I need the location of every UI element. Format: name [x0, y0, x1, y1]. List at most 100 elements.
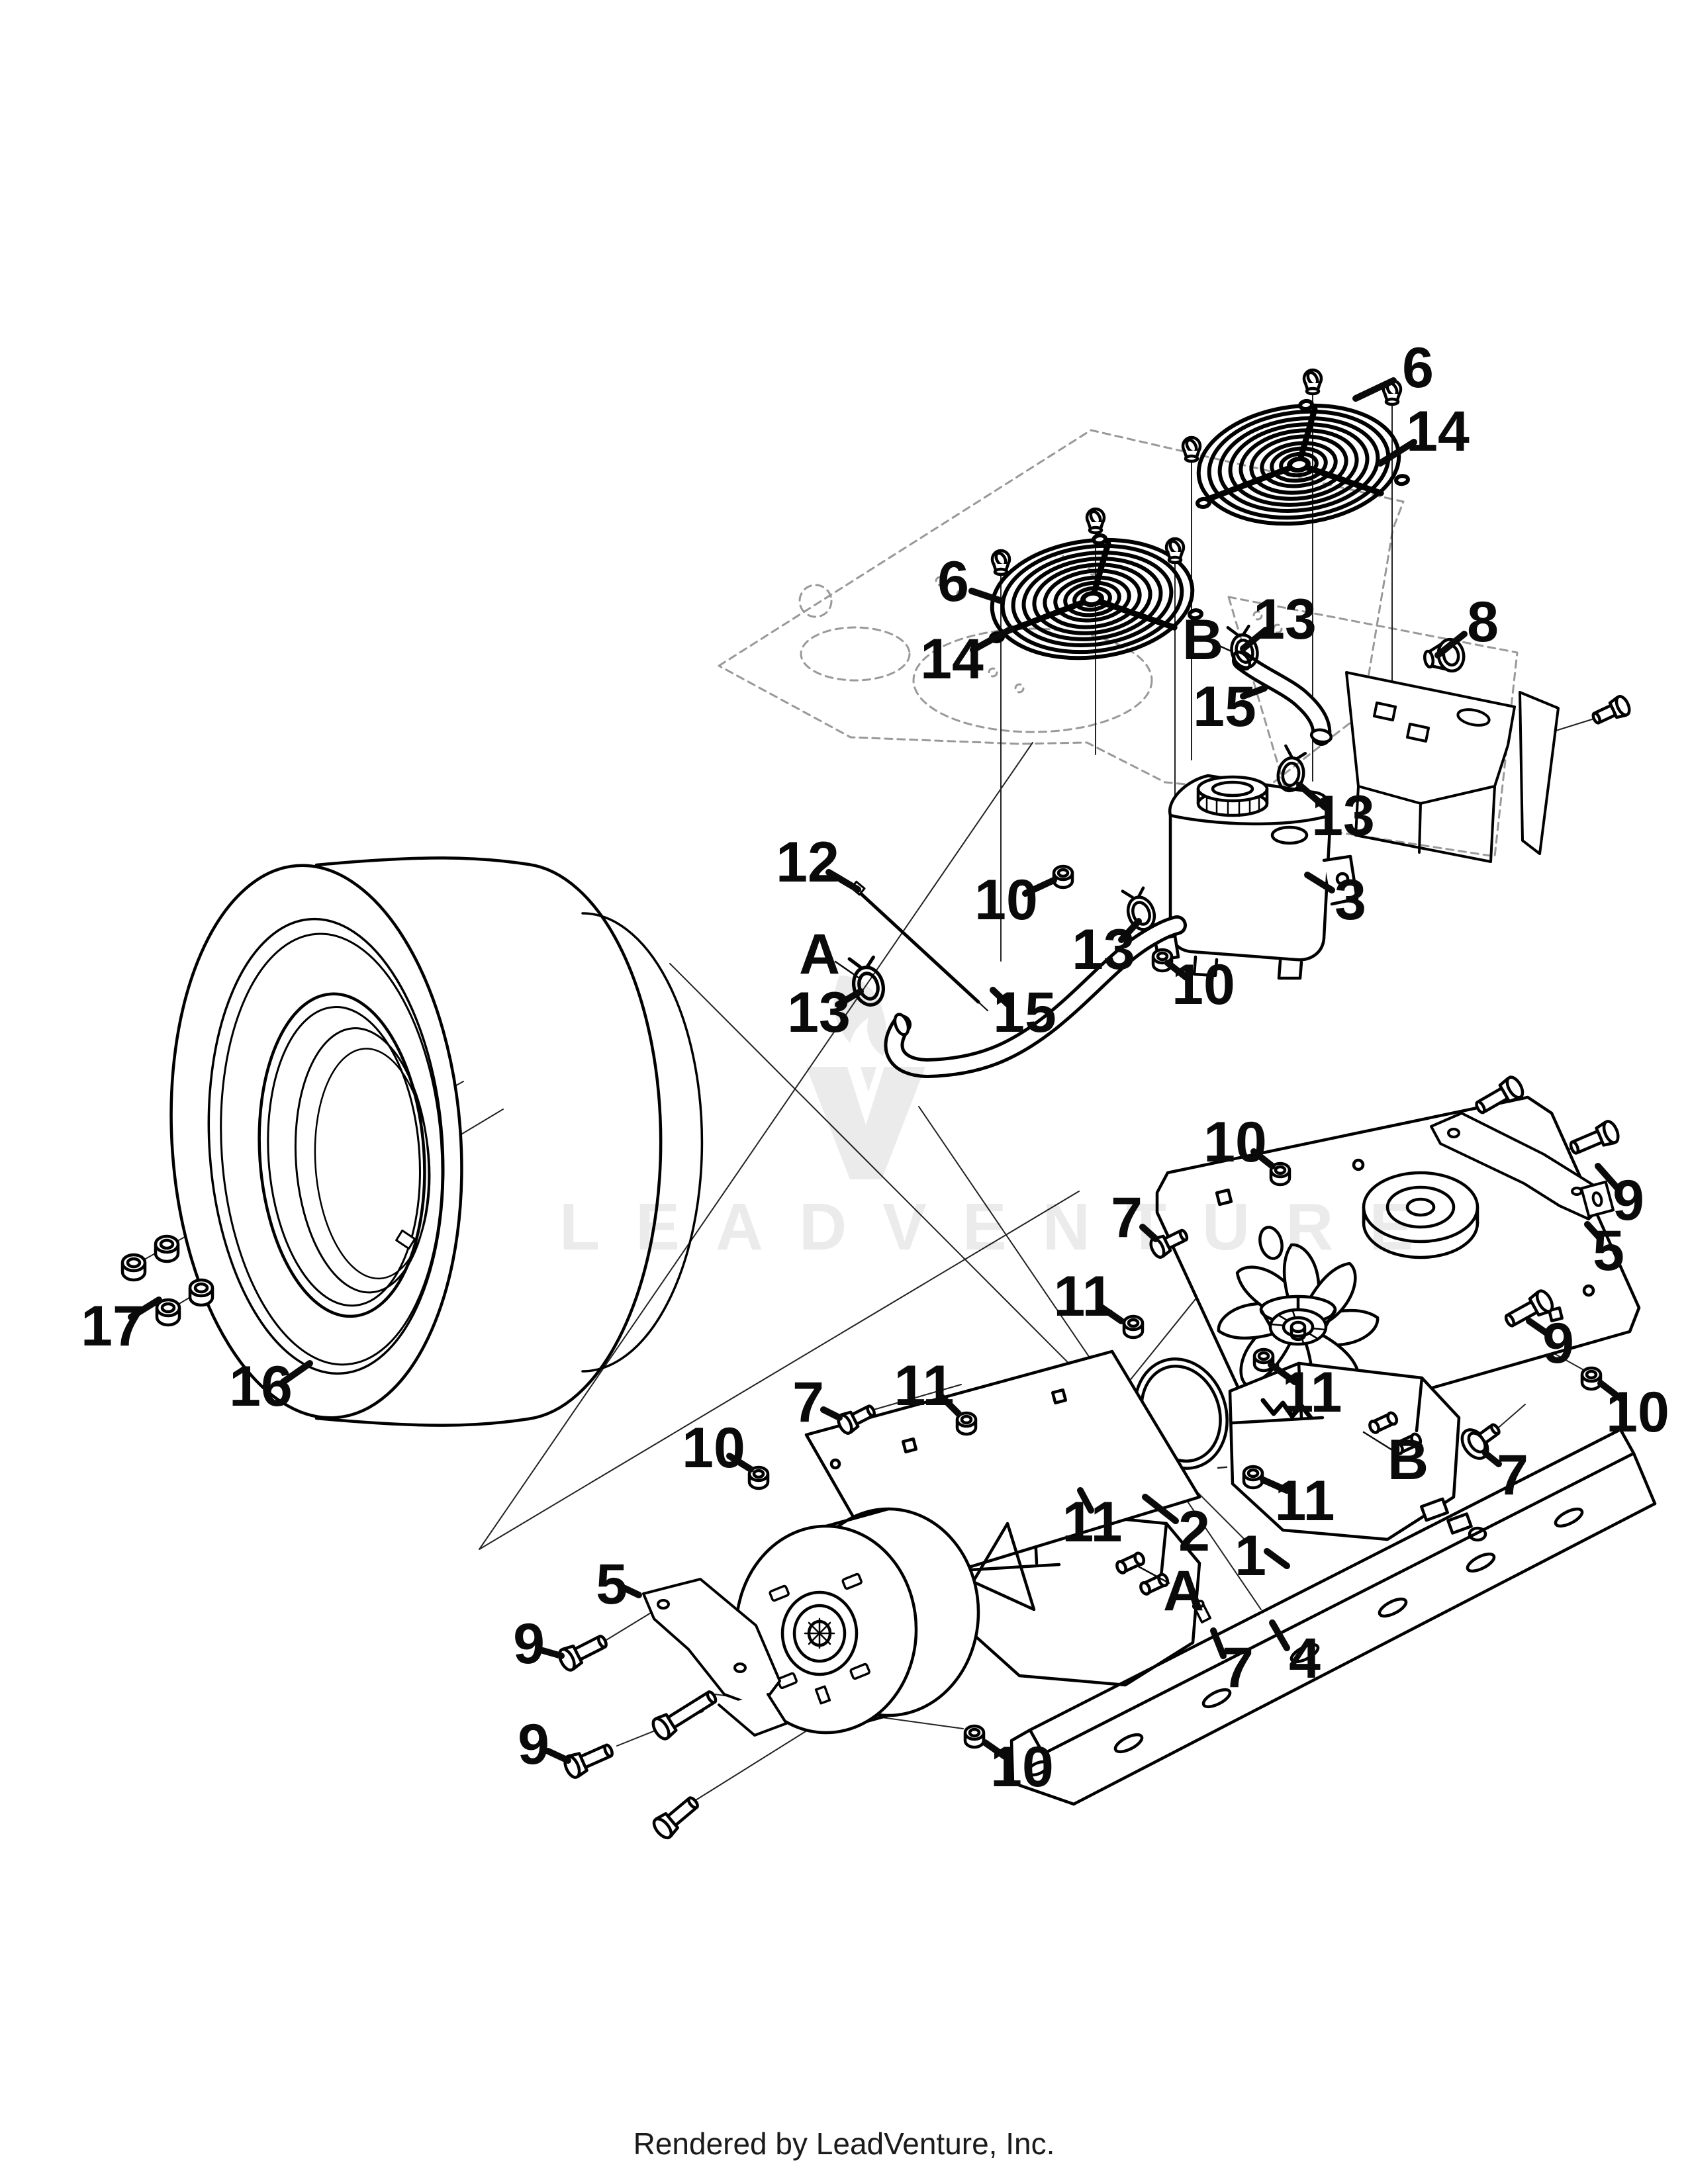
callout-7-bottom: 7: [1222, 1636, 1254, 1700]
callout-leader-15-upper: [1240, 685, 1268, 700]
callout-9-right-top: 9: [1613, 1169, 1644, 1232]
grille-screw: [1183, 437, 1200, 461]
callout-leader-16: [280, 1360, 313, 1385]
callout-leader-12: [825, 869, 861, 893]
callout-leader-5-right: [1584, 1221, 1604, 1242]
callout-leader-7-top: [1139, 1224, 1159, 1242]
callout-11-nut-3: 11: [1275, 1469, 1335, 1533]
rear-tire: [122, 856, 704, 1427]
callout-9-left-bottom: 9: [518, 1713, 549, 1776]
lug-nut: [122, 1255, 145, 1280]
callout-6-right: 6: [1402, 336, 1434, 400]
callout-9-left-top: 9: [513, 1612, 545, 1676]
callout-leader-11-nut-3: [1260, 1477, 1290, 1494]
callout-leader-15-lower: [990, 987, 1011, 1007]
callout-leader-10-left: [726, 1453, 754, 1473]
callout-15-upper: 15: [1193, 675, 1256, 739]
callout-11-nut-1: 11: [1054, 1265, 1114, 1328]
lug-nut: [157, 1300, 179, 1325]
callout-7-right: 7: [1497, 1443, 1528, 1507]
reservoir-mount-bracket: [1345, 671, 1560, 863]
callout-11-nut-4: 11: [1062, 1490, 1123, 1554]
callout-leader-9-left-top: [539, 1647, 565, 1659]
callout-14-left: 14: [920, 627, 984, 691]
callout-leader-4: [1269, 1619, 1290, 1651]
callout-leader-9-right-top: [1595, 1163, 1621, 1192]
callout-9-right-mid: 9: [1542, 1312, 1574, 1375]
bushing-8: [1423, 637, 1466, 673]
callout-leader-5-left: [622, 1585, 642, 1598]
callout-leader-13-clamp-tank: [1296, 782, 1329, 811]
callout-5-right: 5: [1593, 1219, 1624, 1283]
callout-leader-9-left-bottom: [545, 1748, 571, 1764]
callout-16: 16: [229, 1355, 293, 1418]
flange-nut: [1244, 1467, 1262, 1488]
callout-B-lower: B: [1387, 1428, 1429, 1492]
callout-10-top: 10: [1203, 1111, 1267, 1174]
footer-credit: Rendered by LeadVenture, Inc.: [633, 2126, 1055, 2161]
callout-13-clamp-b-upper: 13: [1253, 588, 1317, 651]
callout-7-top: 7: [1111, 1186, 1143, 1250]
mounting-bracket-left: [642, 1578, 788, 1737]
callout-13-clamp-mid: 13: [1072, 918, 1135, 981]
mounting-bracket-right: [1430, 1112, 1615, 1220]
callout-13-clamp-tank: 13: [1311, 784, 1375, 848]
grille-screw: [992, 551, 1009, 574]
grille-screw: [1166, 539, 1184, 563]
bracket-bolt: [1590, 694, 1632, 728]
callout-leader-1: [1264, 1548, 1290, 1569]
callout-leader-8: [1434, 631, 1468, 659]
callout-leader-13-clamp-b-upper: [1240, 627, 1269, 652]
callout-7-left: 7: [792, 1371, 824, 1434]
cable-tie: [850, 880, 988, 1011]
callout-B-upper: B: [1182, 608, 1223, 672]
callout-17: 17: [81, 1295, 144, 1358]
flange-nut: [1124, 1316, 1143, 1338]
callout-10-bottom: 10: [990, 1735, 1054, 1799]
callout-leader-11-nut-5: [938, 1393, 962, 1417]
lug-nut: [190, 1280, 212, 1305]
callout-leader-10-top: [1250, 1148, 1276, 1169]
callout-leader-13-clamp-mid: [1118, 918, 1142, 943]
callout-10-deck: 10: [974, 868, 1038, 932]
callout-12: 12: [776, 831, 839, 894]
hex-bolt-long: [650, 1686, 720, 1742]
grille-screw: [1087, 509, 1104, 533]
callout-leader-10-right: [1597, 1380, 1626, 1404]
right-pulley: [1362, 1171, 1479, 1259]
callout-leader-B-lower: [1362, 1431, 1397, 1453]
flange-nut: [1054, 866, 1072, 887]
callout-leader-A-lower: [1136, 1565, 1170, 1584]
callout-leader-7-bottom: [1210, 1627, 1227, 1659]
callout-14-right: 14: [1406, 400, 1470, 463]
frame-channel: [1009, 1428, 1657, 1806]
callout-6-left: 6: [937, 550, 969, 614]
callout-leader-11-nut-4: [1077, 1487, 1094, 1514]
flange-nut: [965, 1726, 984, 1747]
right-transaxle: [1228, 1361, 1487, 1542]
callout-leader-11-nut-1: [1097, 1303, 1125, 1324]
callout-leader-10-deck: [1022, 877, 1057, 897]
callout-leader-6-right: [1352, 377, 1397, 402]
grille-screw: [1304, 370, 1321, 394]
callout-leader-14-left: [970, 625, 1015, 653]
flange-nut: [1582, 1368, 1601, 1389]
callout-leader-10-tank: [1164, 960, 1190, 981]
lug-nut: [156, 1236, 178, 1261]
callout-5-left: 5: [596, 1553, 628, 1616]
callout-13-clamp-a: 13: [787, 981, 851, 1044]
callout-3: 3: [1335, 868, 1366, 932]
callout-leader-11-nut-2: [1268, 1361, 1298, 1385]
callout-leader-B-upper: [1217, 644, 1233, 653]
hex-bolt: [651, 1792, 702, 1841]
callout-leader-10-bottom: [982, 1739, 1008, 1760]
callout-A-upper: A: [799, 923, 840, 986]
callout-2: 2: [1178, 1500, 1210, 1563]
callout-10-left: 10: [682, 1416, 745, 1480]
callout-A-lower: A: [1163, 1559, 1204, 1623]
callout-leader-7-left: [820, 1406, 843, 1421]
callout-leader-2: [1142, 1494, 1179, 1524]
callout-15-lower: 15: [993, 981, 1056, 1044]
